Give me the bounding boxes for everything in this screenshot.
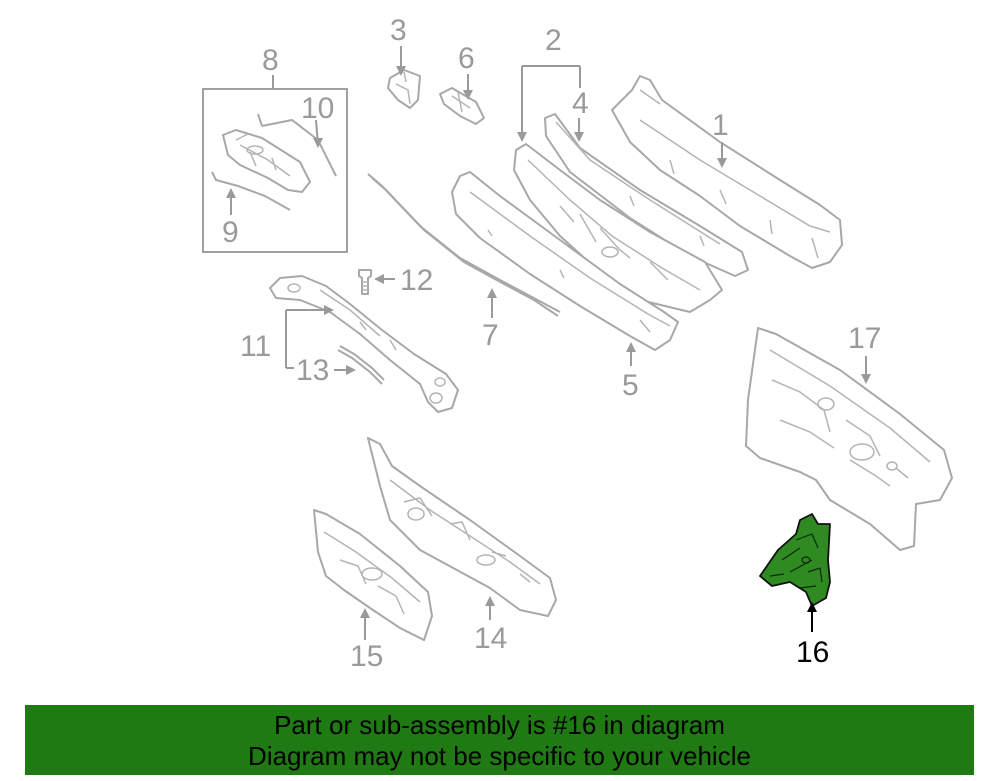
callout-13: 13 <box>296 354 329 387</box>
callout-14: 14 <box>474 622 507 655</box>
banner-line-2: Diagram may not be specific to your vehi… <box>248 741 751 771</box>
callout-7: 7 <box>482 319 499 352</box>
callout-9: 9 <box>222 216 239 249</box>
part-13-rod <box>337 349 383 385</box>
part-10-rod <box>257 113 337 177</box>
part-8-bracket <box>222 129 311 193</box>
callout-10: 10 <box>301 92 334 125</box>
part-15-insulator <box>313 509 433 641</box>
callout-17: 17 <box>848 322 881 355</box>
part-17-insulator <box>745 327 953 551</box>
callout-6: 6 <box>458 42 475 75</box>
callout-1: 1 <box>712 109 729 142</box>
callout-15: 15 <box>350 640 383 673</box>
part-9-rod <box>211 171 291 211</box>
callout-5: 5 <box>622 369 639 402</box>
callout-16: 16 <box>796 636 829 669</box>
part-14-panel <box>367 437 557 617</box>
part-3-clip <box>387 69 421 109</box>
callout-3: 3 <box>390 14 407 47</box>
callout-12: 12 <box>400 264 433 297</box>
callout-8: 8 <box>262 44 279 77</box>
callout-2: 2 <box>545 24 562 57</box>
callout-11: 11 <box>240 330 271 363</box>
inset-box-group <box>202 88 348 253</box>
part-1-panel <box>611 75 843 269</box>
part-2-cowl <box>513 143 723 313</box>
part-16-highlighted <box>759 513 831 607</box>
banner-line-1: Part or sub-assembly is #16 in diagram <box>274 710 725 740</box>
info-banner: Part or sub-assembly is #16 in diagram D… <box>25 705 974 775</box>
part-6-clip <box>439 87 485 125</box>
callout-4: 4 <box>572 87 589 120</box>
parts-diagram: 8 10 9 3 6 2 4 1 7 5 12 <box>202 14 953 673</box>
